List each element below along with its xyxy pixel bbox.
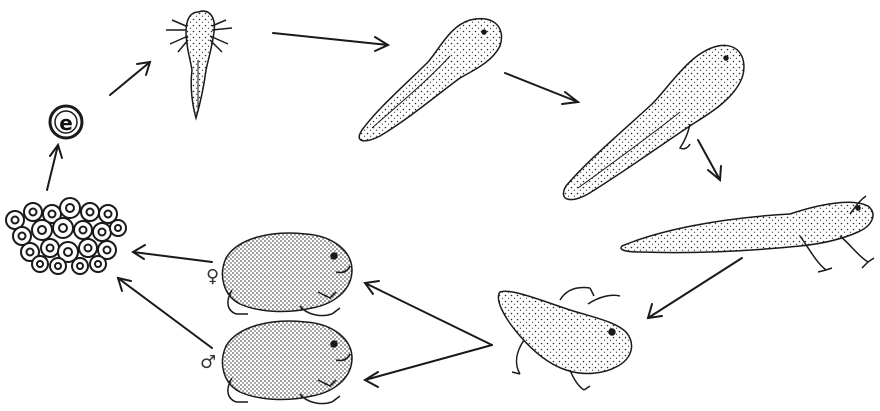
female-symbol: ♀ bbox=[206, 266, 219, 287]
young-frog-icon bbox=[498, 288, 631, 391]
egg-icon: e bbox=[50, 106, 82, 138]
adult-frog-male-icon bbox=[222, 321, 352, 404]
arrow-young-frog-to-female bbox=[365, 281, 492, 345]
adult-frog-female-icon bbox=[222, 233, 352, 316]
arrow-egg-mass-to-egg bbox=[47, 145, 62, 190]
arrow-tadpole-to-hindlegs bbox=[505, 73, 578, 104]
external-gill-tadpole-icon bbox=[166, 11, 232, 118]
arrow-young-frog-to-male bbox=[365, 345, 492, 387]
arrow-female-to-egg-mass bbox=[133, 245, 212, 262]
frogspawn-icon bbox=[6, 198, 126, 274]
egg-embryo-glyph: e bbox=[59, 111, 73, 135]
arrow-egg-to-larva bbox=[110, 62, 150, 95]
arrow-male-to-egg-mass bbox=[118, 278, 212, 348]
arrow-larva-to-tadpole bbox=[273, 33, 388, 51]
arrow-hindlegs-to-froglet bbox=[698, 140, 721, 180]
arrow-froglet-to-young-frog bbox=[648, 258, 742, 318]
male-symbol: ♂ bbox=[200, 352, 216, 373]
tadpole-icon bbox=[359, 19, 501, 141]
froglet-with-tail-icon bbox=[621, 196, 874, 272]
